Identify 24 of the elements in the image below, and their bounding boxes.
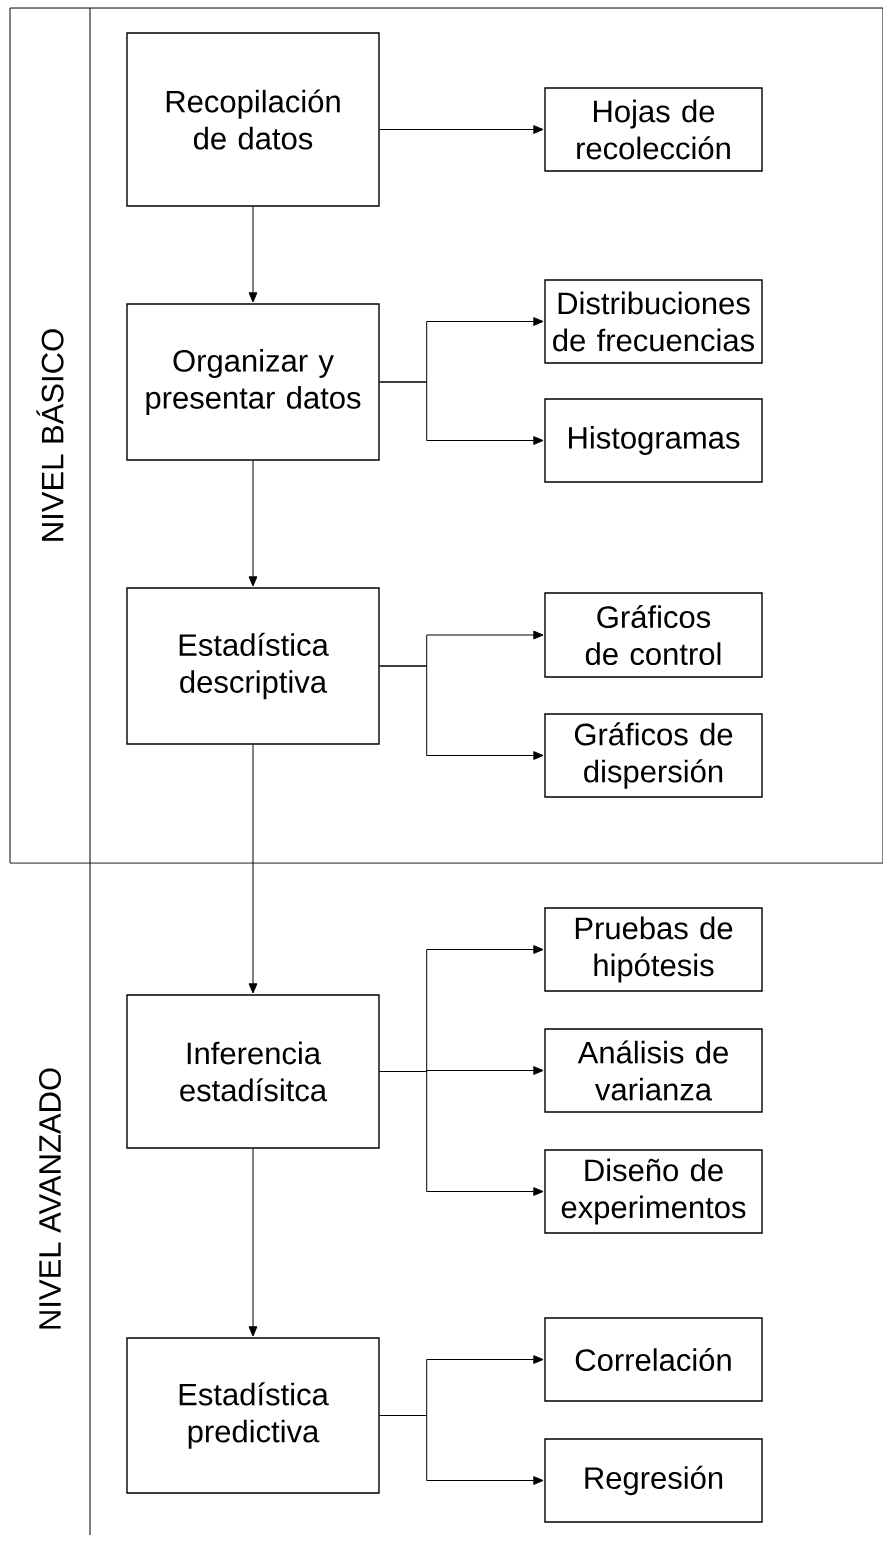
arrow (379, 125, 544, 134)
process-box: Correlación (544, 1317, 763, 1402)
process-box: Estadística predictiva (126, 1337, 380, 1494)
process-box: Distribuciones de frecuencias (544, 279, 763, 364)
process-box: Pruebas de hipótesis (544, 907, 763, 992)
arrow (248, 1148, 258, 1337)
process-box: Inferencia estadísitca (126, 994, 380, 1149)
arrow (379, 1071, 544, 1196)
process-box: Estadística descriptiva (126, 587, 380, 745)
process-box: Histogramas (544, 398, 763, 483)
process-box: Recopilación de datos (126, 32, 380, 207)
arrow (379, 665, 544, 760)
process-box: Organizar y presentar datos (126, 303, 380, 461)
process-box: Regresión (544, 1438, 763, 1523)
process-box: Hojas de recolección (544, 87, 763, 172)
process-box: Análisis de varianza (544, 1028, 763, 1113)
process-box: Gráficos de control (544, 592, 763, 678)
arrow (248, 460, 258, 587)
process-box: Diseño de experimentos (544, 1149, 763, 1234)
process-box: Gráficos de dispersión (544, 713, 763, 798)
arrow (379, 1415, 544, 1485)
arrow (248, 744, 258, 994)
arrow (248, 206, 258, 303)
arrow (379, 381, 544, 445)
